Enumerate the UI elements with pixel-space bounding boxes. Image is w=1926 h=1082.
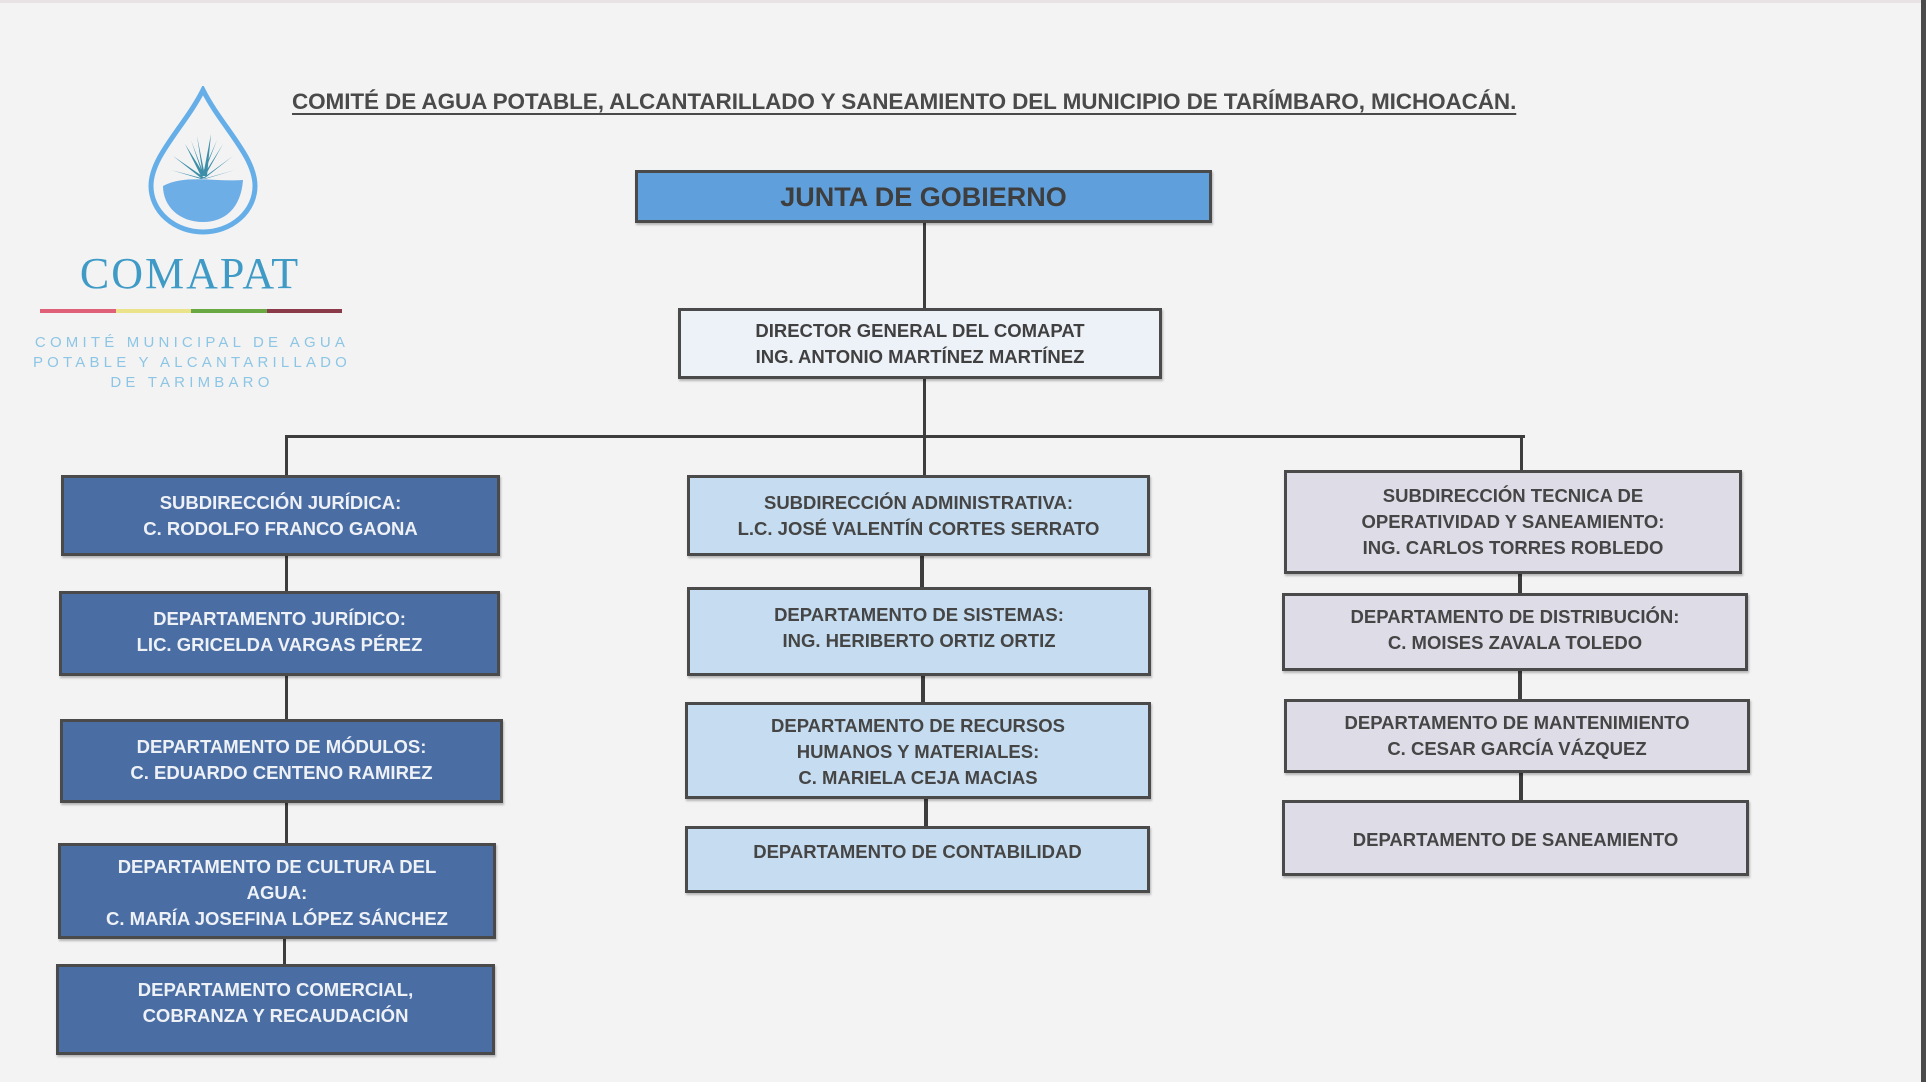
subdireccion-juridica-box: SUBDIRECCIÓN JURÍDICA: C. RODOLFO FRANCO… [61,475,500,556]
departamento-saneamiento-box: DEPARTAMENTO DE SANEAMIENTO [1282,800,1749,876]
box-line: SUBDIRECCIÓN TECNICA DE [1382,485,1644,506]
logo-name: COMAPAT [79,249,301,298]
box-line: C. MOISES ZAVALA TOLEDO [1387,632,1643,653]
box-line: JUNTA DE GOBIERNO [780,181,1067,212]
box-line: DIRECTOR GENERAL DEL COMAPAT [755,319,1085,341]
connector-left-column [285,675,288,721]
logo-bar-segment [40,309,116,313]
subdireccion-tecnica-box: SUBDIRECCIÓN TECNICA DE OPERATIVIDAD Y S… [1284,470,1742,574]
departamento-juridico-box: DEPARTAMENTO JURÍDICO: LIC. GRICELDA VAR… [59,591,500,676]
connector-horizontal-branch [285,435,1525,438]
page-top-edge [0,0,1921,3]
box-line: DEPARTAMENTO DE RECURSOS [771,715,1065,736]
box-line: DEPARTAMENTO DE CULTURA DEL [117,856,437,877]
departamento-distribucion-box: DEPARTAMENTO DE DISTRIBUCIÓN: C. MOISES … [1282,593,1748,671]
box-line: ING. ANTONIO MARTÍNEZ MARTÍNEZ [755,345,1085,367]
logo-subtitle-line: POTABLE Y ALCANTARILLADO [32,354,352,371]
box-line: C. MARIELA CEJA MACIAS [798,767,1038,788]
connector-middle-column [921,675,925,704]
logo-bar-segment [115,309,191,313]
departamento-comercial-box: DEPARTAMENTO COMERCIAL, COBRANZA Y RECAU… [56,964,495,1055]
connector-left-column [285,555,288,593]
connector-middle-column [920,555,924,589]
logo-color-bar [40,309,342,313]
box-line: SUBDIRECCIÓN JURÍDICA: [159,492,402,513]
departamento-cultura-agua-box: DEPARTAMENTO DE CULTURA DEL AGUA: C. MAR… [58,843,496,939]
box-line: L.C. JOSÉ VALENTÍN CORTES SERRATO [737,518,1100,539]
departamento-sistemas-box: DEPARTAMENTO DE SISTEMAS: ING. HERIBERTO… [687,587,1151,676]
box-line: DEPARTAMENTO DE DISTRIBUCIÓN: [1350,606,1680,627]
connector-junta-director [923,222,926,310]
connector-right-column [1518,573,1522,594]
departamento-mantenimiento-box: DEPARTAMENTO DE MANTENIMIENTO C. CESAR G… [1284,699,1750,773]
connector-right-drop [1520,435,1523,472]
box-line: ING. HERIBERTO ORTIZ ORTIZ [782,630,1056,651]
box-line: C. MARÍA JOSEFINA LÓPEZ SÁNCHEZ [106,908,448,929]
document-title: COMITÉ DE AGUA POTABLE, ALCANTARILLADO Y… [292,89,1517,114]
departamento-recursos-humanos-box: DEPARTAMENTO DE RECURSOS HUMANOS Y MATER… [685,702,1151,799]
logo-bar-segment [191,309,267,313]
box-line: C. CESAR GARCÍA VÁZQUEZ [1387,738,1647,759]
water-drop-agave-icon [148,86,258,235]
box-line: DEPARTAMENTO DE MANTENIMIENTO [1344,712,1690,733]
connector-left-column [285,802,288,844]
logo-subtitle-line: COMITÉ MUNICIPAL DE AGUA [34,334,350,351]
director-general-box: DIRECTOR GENERAL DEL COMAPAT ING. ANTONI… [678,308,1162,379]
box-line: C. EDUARDO CENTENO RAMIREZ [130,762,433,783]
connector-right-column [1519,772,1523,801]
scan-right-edge [1921,0,1926,1082]
subdireccion-administrativa-box: SUBDIRECCIÓN ADMINISTRATIVA: L.C. JOSÉ V… [687,475,1150,556]
connector-right-column [1518,670,1522,701]
connector-left-column [283,938,286,965]
box-line: DEPARTAMENTO COMERCIAL, [137,979,414,1000]
box-line: DEPARTAMENTO DE SISTEMAS: [774,604,1064,625]
box-line: OPERATIVIDAD Y SANEAMIENTO: [1361,511,1665,532]
logo-bar-segment [266,309,342,313]
box-line: LIC. GRICELDA VARGAS PÉREZ [136,634,423,655]
box-line: COBRANZA Y RECAUDACIÓN [142,1005,409,1026]
logo-subtitle: COMITÉ MUNICIPAL DE AGUA POTABLE Y ALCAN… [16,333,368,393]
logo-subtitle-line: DE TARIMBARO [110,374,274,391]
box-line: DEPARTAMENTO DE CONTABILIDAD [753,841,1082,862]
box-line: AGUA: [246,882,308,903]
box-line: HUMANOS Y MATERIALES: [796,741,1040,762]
box-line: DEPARTAMENTO JURÍDICO: [153,608,406,629]
junta-de-gobierno-box: JUNTA DE GOBIERNO [635,170,1212,223]
box-line: DEPARTAMENTO DE SANEAMIENTO [1352,829,1679,850]
box-line: C. RODOLFO FRANCO GAONA [143,518,418,539]
departamento-modulos-box: DEPARTAMENTO DE MÓDULOS: C. EDUARDO CENT… [60,719,503,803]
connector-director-branch [923,378,926,476]
connector-middle-column [924,798,928,828]
box-line: ING. CARLOS TORRES ROBLEDO [1362,537,1664,558]
box-line: SUBDIRECCIÓN ADMINISTRATIVA: [763,492,1073,513]
box-line: DEPARTAMENTO DE MÓDULOS: [136,736,427,757]
connector-left-drop [285,435,288,477]
departamento-contabilidad-box: DEPARTAMENTO DE CONTABILIDAD [685,826,1150,893]
